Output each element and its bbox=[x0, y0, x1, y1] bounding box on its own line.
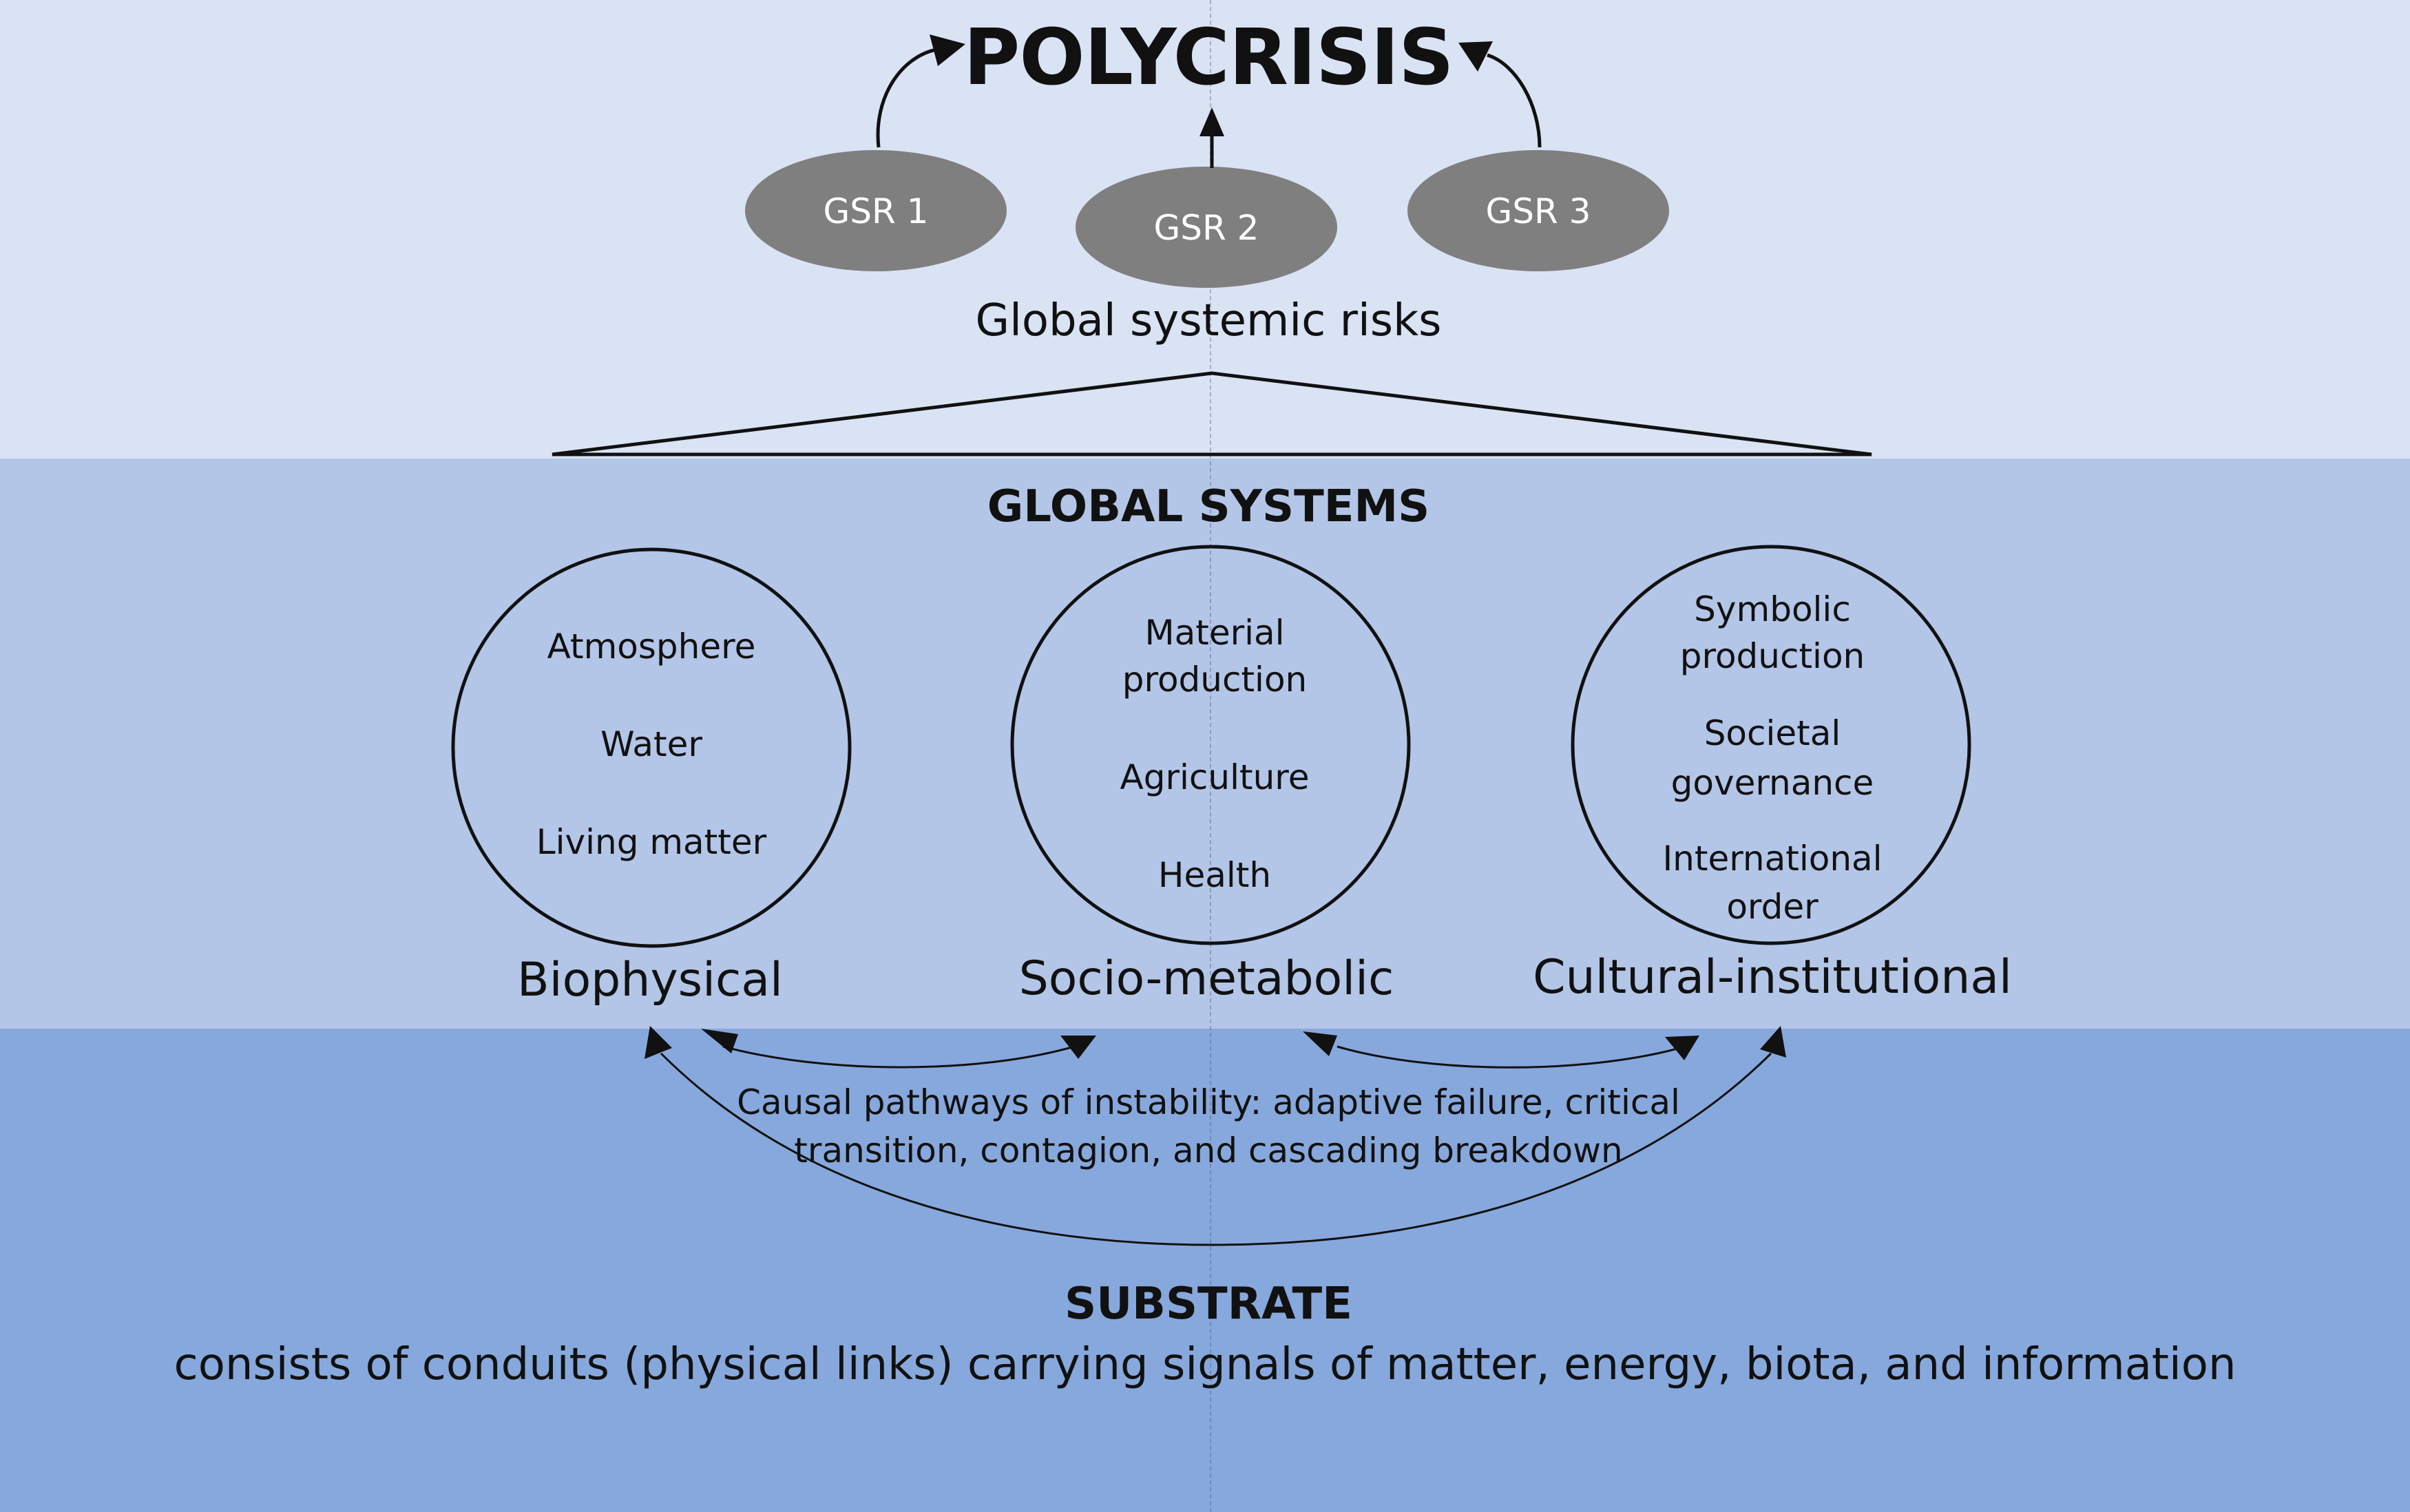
global-systemic-risks-caption: Global systemic risks bbox=[975, 295, 1442, 346]
cultural-institutional-circle bbox=[1571, 545, 1971, 945]
aggregation-funnel bbox=[552, 371, 1872, 456]
bio-cultural-arrowhead-left bbox=[645, 1026, 672, 1059]
socio-metabolic-system-label: Socio-metabolic bbox=[1018, 952, 1394, 1006]
global-systems-title: GLOBAL SYSTEMS bbox=[987, 481, 1430, 532]
gsr3-arrowhead bbox=[1458, 41, 1493, 72]
socio-metabolic-item-agriculture: Agriculture bbox=[1120, 757, 1310, 797]
socio-cultural-arrowhead-left bbox=[1303, 1031, 1337, 1056]
biophysical-circle bbox=[451, 547, 852, 948]
bio-cultural-arrowhead-right bbox=[1760, 1026, 1786, 1058]
bio-cultural-arc bbox=[660, 1052, 1772, 1246]
biophysical-item-atmosphere: Atmosphere bbox=[547, 627, 756, 666]
gsr-node-2 bbox=[1076, 167, 1337, 288]
biophysical-item-water: Water bbox=[600, 724, 702, 764]
gsr-node-1-label: GSR 1 bbox=[823, 191, 929, 231]
gsr-node-1 bbox=[745, 150, 1007, 271]
socio-metabolic-circle bbox=[1010, 545, 1411, 945]
gsr-node-3 bbox=[1407, 150, 1669, 271]
gsr3-to-polycrisis-arrow bbox=[1487, 53, 1542, 148]
gsr-node-3-label: GSR 3 bbox=[1485, 191, 1591, 231]
cultural-item-international-line1: International bbox=[1662, 839, 1883, 879]
center-guide-line bbox=[1210, 0, 1211, 1512]
polycrisis-title: POLYCRISIS bbox=[963, 13, 1454, 103]
gsr2-arrowhead bbox=[1199, 107, 1224, 136]
cultural-item-societal-line2: governance bbox=[1670, 763, 1874, 803]
socio-cultural-arrowhead-right bbox=[1665, 1036, 1699, 1060]
bio-socio-arc bbox=[722, 1045, 1075, 1069]
cultural-institutional-system-label: Cultural-institutional bbox=[1533, 950, 2012, 1005]
gsr1-to-polycrisis-arrow bbox=[876, 48, 937, 148]
cultural-item-societal-line1: Societal bbox=[1704, 713, 1841, 753]
global-systems-layer-band bbox=[0, 459, 2410, 1029]
cultural-item-international-line2: order bbox=[1726, 887, 1819, 927]
cultural-item-symbolic-line2: production bbox=[1679, 636, 1865, 676]
bio-socio-arrowhead-right bbox=[1060, 1036, 1096, 1059]
causal-pathways-text: Causal pathways of instability: adaptive… bbox=[737, 1082, 1680, 1170]
biophysical-system-label: Biophysical bbox=[517, 953, 783, 1007]
gsr1-arrowhead bbox=[930, 34, 965, 66]
socio-cultural-arc bbox=[1337, 1045, 1681, 1069]
gsr-node-2-label: GSR 2 bbox=[1153, 208, 1259, 248]
socio-metabolic-item-material-line2: production bbox=[1122, 660, 1308, 700]
cultural-item-symbolic-line1: Symbolic bbox=[1694, 589, 1851, 629]
substrate-title: SUBSTRATE bbox=[1065, 1279, 1352, 1330]
bio-socio-arrowhead-left bbox=[701, 1029, 738, 1053]
biophysical-item-living-matter: Living matter bbox=[536, 822, 767, 862]
substrate-description: consists of conduits (physical links) ca… bbox=[174, 1339, 2236, 1390]
substrate-layer-band bbox=[0, 1029, 2410, 1512]
socio-metabolic-item-health: Health bbox=[1157, 855, 1272, 895]
socio-metabolic-item-material-line1: Material bbox=[1144, 613, 1285, 653]
